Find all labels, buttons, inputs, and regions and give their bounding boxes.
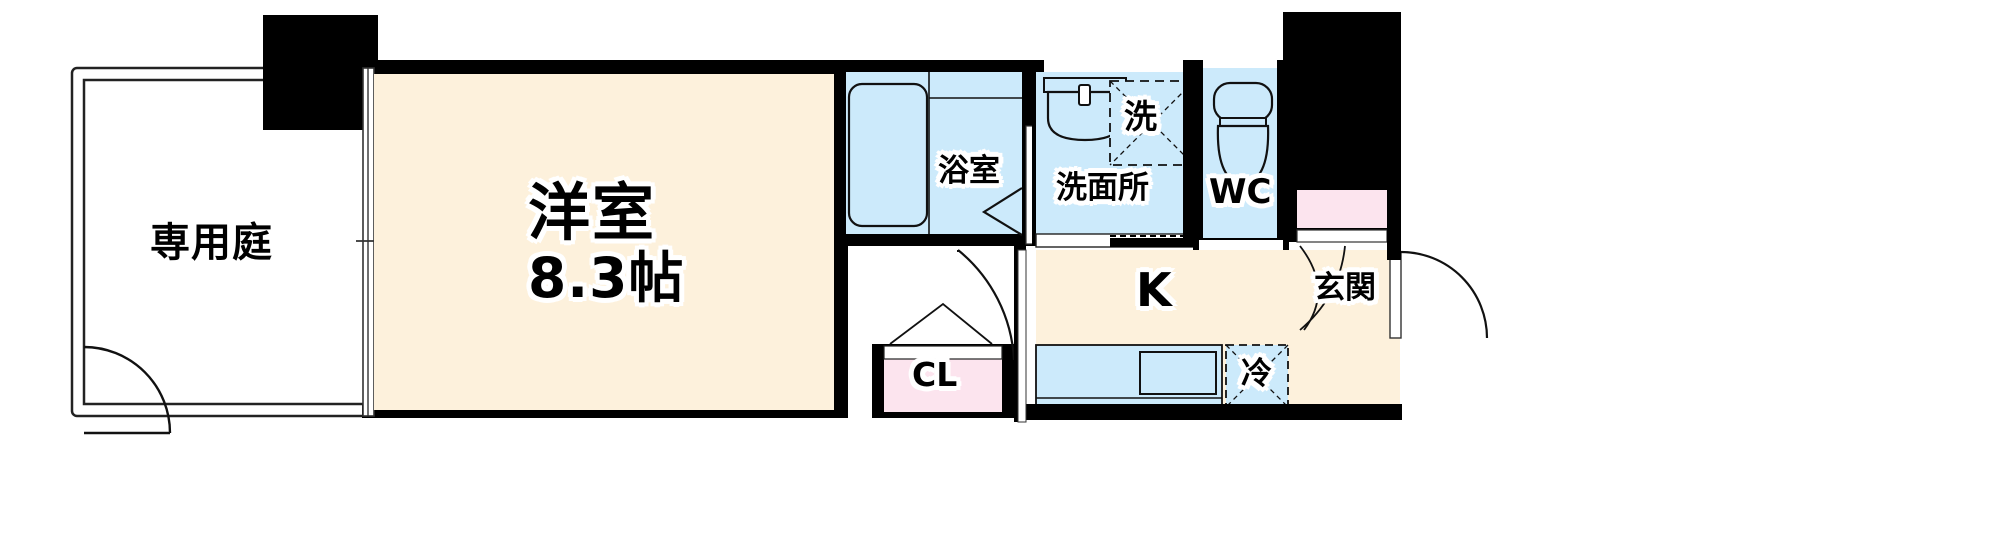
wall-block-entrance-right bbox=[1387, 238, 1401, 260]
private-garden-area bbox=[70, 66, 374, 435]
garden-gate-arc bbox=[83, 345, 172, 435]
bathroom-area bbox=[834, 60, 1035, 246]
kitchen-sink-counter-icon bbox=[1035, 344, 1223, 408]
bathtub-icon bbox=[847, 82, 929, 228]
toilet-bowl-icon bbox=[1212, 81, 1274, 187]
label-bathroom: 浴室 bbox=[938, 153, 1000, 189]
wall-block-top-left bbox=[263, 15, 378, 130]
main-room-door[interactable] bbox=[957, 249, 1016, 361]
entrance-area bbox=[1296, 12, 1489, 420]
label-kitchen: K bbox=[1136, 263, 1172, 317]
label-private-garden: 専用庭 bbox=[150, 220, 273, 266]
closet-door[interactable] bbox=[883, 302, 1003, 360]
label-washroom: 洗面所 bbox=[1056, 170, 1149, 206]
label-main-room-size: 8.3帖 bbox=[528, 246, 685, 310]
entrance-inner-door[interactable] bbox=[1299, 245, 1346, 331]
label-toilet: WC bbox=[1209, 172, 1272, 212]
label-entrance: 玄関 bbox=[1314, 270, 1376, 306]
washing-machine-slot-icon bbox=[1109, 80, 1195, 166]
main-room-wall-top bbox=[362, 60, 848, 74]
label-washing-machine: 洗 bbox=[1124, 97, 1157, 136]
label-refrigerator: 冷 bbox=[1241, 356, 1272, 392]
label-main-room: 洋室 bbox=[528, 176, 657, 249]
label-closet: CL bbox=[912, 355, 958, 394]
corridor-doorjamb bbox=[1017, 249, 1027, 423]
bathroom-door[interactable] bbox=[981, 187, 1023, 236]
entrance-door[interactable] bbox=[1389, 250, 1489, 339]
refrigerator-slot-icon bbox=[1225, 344, 1289, 408]
washroom-area bbox=[1032, 60, 1222, 248]
shoe-box-icon bbox=[1296, 190, 1388, 243]
closet-area bbox=[872, 302, 1014, 418]
